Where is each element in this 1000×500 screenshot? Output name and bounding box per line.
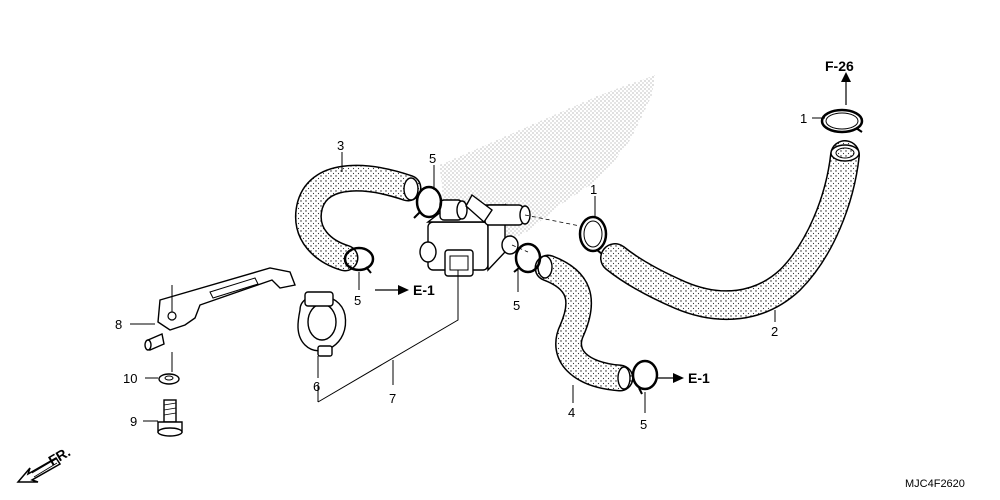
arrow-e1-upper <box>375 285 409 295</box>
drawing-code: MJC4F2620 <box>905 478 965 490</box>
callout-6: 6 <box>313 379 320 394</box>
ref-e1-upper: E-1 <box>413 282 435 298</box>
bracket-8 <box>144 267 296 351</box>
callout-5-c: 5 <box>513 298 520 313</box>
arrow-f26 <box>841 72 851 105</box>
callout-3: 3 <box>337 138 344 153</box>
arrow-e1-lower <box>658 373 684 383</box>
callout-5-d: 5 <box>640 417 647 432</box>
callout-4: 4 <box>568 405 575 420</box>
hose-clip-5-d <box>631 359 659 395</box>
air-injection-valve <box>419 193 531 277</box>
callout-5-b: 5 <box>354 293 361 308</box>
hose-clip-1-middle <box>578 215 608 255</box>
hose-clip-1-top <box>820 108 864 134</box>
callout-10: 10 <box>123 371 137 386</box>
callout-1-middle: 1 <box>590 182 597 197</box>
callout-7: 7 <box>389 391 396 406</box>
callout-9: 9 <box>130 414 137 429</box>
callout-8: 8 <box>115 317 122 332</box>
callout-1-top: 1 <box>800 111 807 126</box>
hose-clip-5-c <box>513 242 542 274</box>
hose-clip-5-a <box>413 185 443 219</box>
ref-e1-lower: E-1 <box>688 370 710 386</box>
hose-clip-5-b <box>343 246 375 274</box>
front-arrow-icon <box>16 457 62 483</box>
bolt-9 <box>157 399 183 437</box>
callout-5-a: 5 <box>429 151 436 166</box>
ref-f26: F-26 <box>825 58 854 74</box>
callout-2: 2 <box>771 324 778 339</box>
washer-10 <box>158 373 180 385</box>
rubber-mount-6 <box>297 291 347 357</box>
